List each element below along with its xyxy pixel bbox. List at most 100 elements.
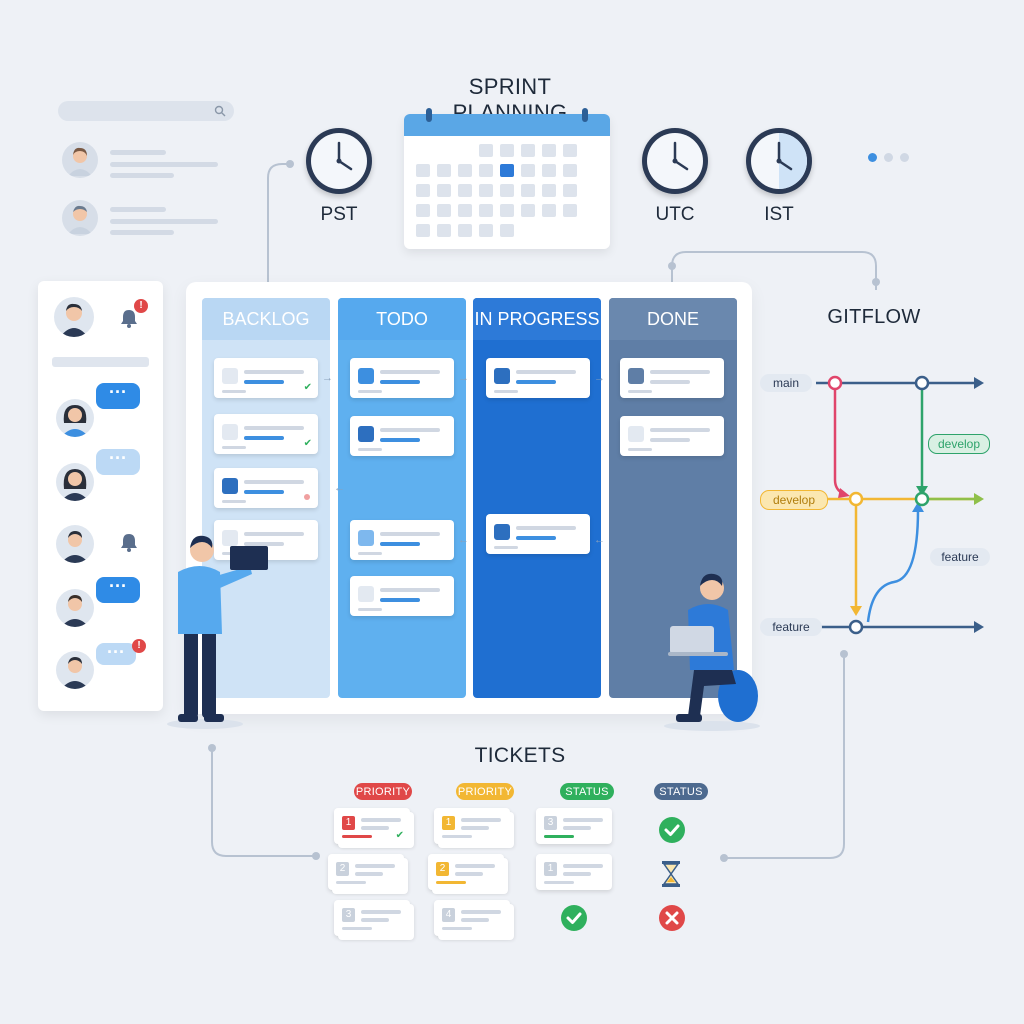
bell-icon[interactable] bbox=[118, 531, 140, 553]
ticket-card[interactable]: 1 ✔ bbox=[334, 808, 410, 844]
calendar-day-cell[interactable] bbox=[542, 184, 556, 197]
chat-bubble-icon[interactable]: ··· bbox=[96, 643, 136, 665]
chat-bubble-icon[interactable]: ··· bbox=[96, 383, 140, 409]
calendar-day-cell[interactable] bbox=[479, 224, 493, 237]
task-card[interactable] bbox=[214, 468, 318, 508]
contact-line-placeholder bbox=[110, 162, 218, 167]
notification-badge: ! bbox=[134, 299, 148, 313]
ticket-card[interactable]: 2 bbox=[428, 854, 504, 890]
panel-divider-placeholder bbox=[52, 357, 149, 367]
calendar-day-cell[interactable] bbox=[500, 224, 514, 237]
calendar-day-cell[interactable] bbox=[563, 184, 577, 197]
task-card[interactable] bbox=[350, 358, 454, 398]
ticket-card[interactable]: 2 bbox=[328, 854, 404, 890]
calendar-day-cell[interactable] bbox=[458, 224, 472, 237]
calendar-day-cell[interactable] bbox=[521, 184, 535, 197]
calendar-day-cell[interactable] bbox=[500, 144, 514, 157]
search-icon bbox=[214, 105, 226, 117]
calendar-day-cell[interactable] bbox=[521, 204, 535, 217]
calendar-day-cell[interactable] bbox=[542, 164, 556, 177]
ticket-card[interactable]: 3 bbox=[334, 900, 410, 936]
calendar-day-cell[interactable] bbox=[416, 224, 430, 237]
check-icon: ✔ bbox=[303, 438, 312, 449]
hourglass-icon bbox=[662, 861, 680, 887]
calendar-day-cell[interactable] bbox=[500, 204, 514, 217]
calendar-day-cell[interactable] bbox=[563, 204, 577, 217]
task-card[interactable]: ✔ bbox=[214, 414, 318, 454]
check-icon bbox=[659, 817, 685, 843]
calendar-day-cell[interactable] bbox=[416, 164, 430, 177]
chat-bubble-icon[interactable]: ··· bbox=[96, 449, 140, 475]
calendar-day-cell[interactable] bbox=[563, 144, 577, 157]
task-card[interactable] bbox=[620, 358, 724, 398]
gitflow-title: GITFLOW bbox=[827, 306, 921, 328]
ticket-card[interactable]: 4 bbox=[434, 900, 510, 936]
bell-icon[interactable] bbox=[118, 307, 140, 329]
notification-badge: ! bbox=[132, 639, 146, 653]
timezone-label-utc: UTC bbox=[655, 204, 695, 225]
clock-icon bbox=[306, 128, 372, 194]
calendar-day-cell[interactable] bbox=[437, 184, 451, 197]
calendar-icon bbox=[404, 108, 610, 249]
task-card[interactable] bbox=[486, 358, 590, 398]
arrow-right-icon: → bbox=[458, 372, 469, 384]
calendar-day-cell[interactable] bbox=[458, 204, 472, 217]
calendar-selected-day[interactable] bbox=[500, 164, 514, 177]
calendar-day-cell[interactable] bbox=[416, 184, 430, 197]
ticket-number: 1 bbox=[544, 862, 557, 876]
calendar-day-cell[interactable] bbox=[437, 224, 451, 237]
contact-line-placeholder bbox=[110, 173, 174, 178]
pagination-dots[interactable] bbox=[868, 153, 912, 163]
clock-icon bbox=[746, 128, 812, 194]
ticket-number: 2 bbox=[336, 862, 349, 876]
avatar bbox=[56, 525, 94, 563]
branch-label-feature-right: feature bbox=[930, 548, 990, 566]
ticket-number: 1 bbox=[342, 816, 355, 830]
calendar-day-cell[interactable] bbox=[500, 184, 514, 197]
calendar-day-cell[interactable] bbox=[542, 144, 556, 157]
calendar-day-cell[interactable] bbox=[563, 164, 577, 177]
calendar-day-cell[interactable] bbox=[437, 164, 451, 177]
task-card[interactable] bbox=[620, 416, 724, 456]
task-card[interactable]: ✔ bbox=[214, 358, 318, 398]
check-icon: ✔ bbox=[395, 830, 404, 841]
tag-status-slate: STATUS bbox=[654, 783, 708, 800]
ticket-number: 3 bbox=[342, 908, 355, 922]
arrow-left-icon: ← bbox=[594, 534, 605, 546]
task-card[interactable] bbox=[486, 514, 590, 554]
timezone-label-ist: IST bbox=[764, 204, 794, 225]
calendar-day-cell[interactable] bbox=[479, 184, 493, 197]
calendar-day-cell[interactable] bbox=[458, 164, 472, 177]
ticket-number: 3 bbox=[544, 816, 557, 830]
arrow-right-icon: → bbox=[594, 372, 605, 384]
tickets-title: TICKETS bbox=[474, 744, 566, 767]
task-card[interactable] bbox=[350, 576, 454, 616]
ticket-card[interactable]: 1 bbox=[536, 854, 612, 890]
contact-line-placeholder bbox=[110, 219, 218, 224]
calendar-day-cell[interactable] bbox=[479, 204, 493, 217]
kanban-board: BACKLOG TODO IN PROGRESS DONE ✔ ✔ → → → … bbox=[186, 282, 752, 714]
calendar-day-cell[interactable] bbox=[479, 144, 493, 157]
branch-label-main: main bbox=[760, 374, 812, 392]
calendar-day-cell[interactable] bbox=[521, 164, 535, 177]
task-card[interactable] bbox=[350, 416, 454, 456]
search-input[interactable] bbox=[58, 101, 234, 121]
ticket-card[interactable]: 1 bbox=[434, 808, 510, 844]
calendar-day-cell[interactable] bbox=[521, 144, 535, 157]
task-card[interactable] bbox=[350, 520, 454, 560]
gitflow-diagram bbox=[816, 375, 984, 635]
chat-bubble-icon[interactable]: ··· bbox=[96, 577, 140, 603]
calendar-day-cell[interactable] bbox=[542, 204, 556, 217]
ticket-card[interactable]: 3 bbox=[536, 808, 612, 844]
calendar-day-cell[interactable] bbox=[458, 184, 472, 197]
column-header-todo: TODO bbox=[338, 298, 466, 340]
calendar-day-cell[interactable] bbox=[479, 164, 493, 177]
avatar bbox=[62, 200, 98, 236]
avatar bbox=[62, 142, 98, 178]
calendar-day-cell[interactable] bbox=[416, 204, 430, 217]
clock-icon bbox=[642, 128, 708, 194]
person-standing-illustration bbox=[167, 535, 268, 729]
tag-priority-red: PRIORITY bbox=[354, 783, 412, 800]
calendar-day-cell[interactable] bbox=[437, 204, 451, 217]
check-icon: ✔ bbox=[303, 382, 312, 393]
